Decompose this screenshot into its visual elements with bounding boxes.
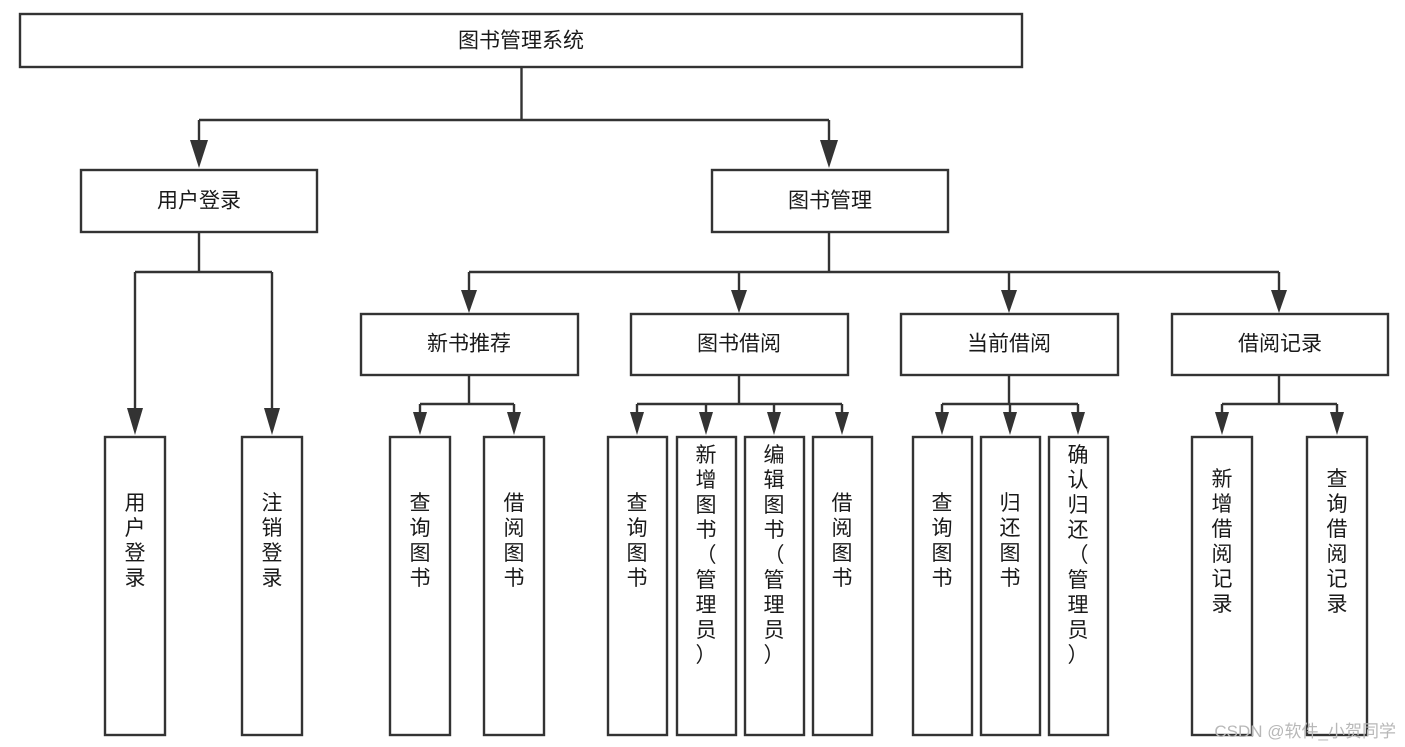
arrowhead-leaf-query-book-1	[413, 412, 427, 435]
node-leaf-edit-book-label: 编辑图书（管理员）	[764, 444, 785, 667]
arrowhead-leaf-logout-login	[264, 408, 280, 435]
node-root[interactable]: 图书管理系统	[18, 12, 1024, 69]
node-leaf-query-record[interactable]: 查询借阅记录	[1305, 435, 1369, 737]
node-leaf-query-book-2-box[interactable]	[606, 435, 669, 737]
node-leaf-borrow-book-2[interactable]: 借阅图书	[811, 435, 874, 737]
arrowhead-borrow-record	[1271, 290, 1287, 313]
arrowhead-current-borrow	[1001, 290, 1017, 313]
node-book-management-label: 图书管理	[788, 190, 872, 213]
node-leaf-query-book-3[interactable]: 查询图书	[911, 435, 974, 737]
node-leaf-borrow-book-2-label: 借阅图书	[832, 492, 853, 590]
node-leaf-add-book[interactable]: 新增图书（管理员）	[675, 435, 738, 737]
node-leaf-query-book-1-label: 查询图书	[410, 492, 431, 590]
node-book-borrow-label: 图书借阅	[697, 333, 781, 356]
node-leaf-logout-login-box[interactable]	[240, 435, 304, 737]
node-leaf-edit-book-box[interactable]	[743, 435, 806, 737]
node-leaf-borrow-book-1-label: 借阅图书	[504, 492, 525, 590]
node-leaf-query-record-label: 查询借阅记录	[1327, 468, 1348, 616]
node-book-borrow-box[interactable]	[629, 312, 850, 377]
node-user-login-label: 用户登录	[157, 190, 241, 213]
arrowhead-leaf-borrow-book-2	[835, 412, 849, 435]
arrowhead-leaf-query-book-3	[935, 412, 949, 435]
node-new-book-recommend-label: 新书推荐	[427, 333, 511, 356]
node-leaf-query-book-2-label: 查询图书	[627, 492, 648, 590]
node-leaf-add-record-box[interactable]	[1190, 435, 1254, 737]
node-leaf-return-book-box[interactable]	[979, 435, 1042, 737]
node-current-borrow-label: 当前借阅	[967, 333, 1051, 356]
node-borrow-record-label: 借阅记录	[1238, 333, 1322, 356]
arrowhead-leaf-query-record	[1330, 412, 1344, 435]
connector-layer	[127, 67, 1344, 435]
node-leaf-user-login-box[interactable]	[103, 435, 167, 737]
arrowhead-book-management	[820, 140, 838, 168]
arrowhead-leaf-borrow-book-1	[507, 412, 521, 435]
node-leaf-query-book-3-box[interactable]	[911, 435, 974, 737]
node-leaf-logout-login-label: 注销登录	[262, 492, 283, 590]
node-leaf-return-book[interactable]: 归还图书	[979, 435, 1042, 737]
arrowhead-leaf-confirm-return	[1071, 412, 1085, 435]
node-leaf-confirm-return[interactable]: 确认归还（管理员）	[1047, 435, 1110, 737]
node-leaf-edit-book[interactable]: 编辑图书（管理员）	[743, 435, 806, 737]
arrowhead-leaf-add-book	[699, 412, 713, 435]
node-book-borrow[interactable]: 图书借阅	[629, 312, 850, 377]
arrowhead-new-book-recommend	[461, 290, 477, 313]
node-leaf-add-book-label: 新增图书（管理员）	[696, 444, 717, 667]
node-borrow-record-box[interactable]	[1170, 312, 1390, 377]
node-leaf-user-login-label: 用户登录	[125, 492, 146, 590]
node-root-label: 图书管理系统	[458, 30, 584, 53]
node-current-borrow-box[interactable]	[899, 312, 1120, 377]
arrowhead-leaf-return-book	[1003, 412, 1017, 435]
node-leaf-confirm-return-label: 确认归还（管理员）	[1068, 444, 1089, 667]
csdn-watermark: CSDN @软件_小贺同学	[1214, 722, 1396, 741]
node-leaf-query-book-3-label: 查询图书	[932, 492, 953, 590]
node-leaf-borrow-book-1[interactable]: 借阅图书	[482, 435, 546, 737]
node-borrow-record[interactable]: 借阅记录	[1170, 312, 1390, 377]
arrowhead-leaf-add-record	[1215, 412, 1229, 435]
arrowhead-leaf-query-book-2	[630, 412, 644, 435]
node-leaf-user-login[interactable]: 用户登录	[103, 435, 167, 737]
node-leaf-add-book-box[interactable]	[675, 435, 738, 737]
node-root-box[interactable]	[18, 12, 1024, 69]
node-leaf-query-record-box[interactable]	[1305, 435, 1369, 737]
arrowhead-book-borrow	[731, 290, 747, 313]
node-leaf-add-record-label: 新增借阅记录	[1212, 468, 1233, 616]
arrowhead-leaf-user-login	[127, 408, 143, 435]
node-user-login-box[interactable]	[79, 168, 319, 234]
node-user-login[interactable]: 用户登录	[79, 168, 319, 234]
node-new-book-recommend-box[interactable]	[359, 312, 580, 377]
node-leaf-query-book-1[interactable]: 查询图书	[388, 435, 452, 737]
node-new-book-recommend[interactable]: 新书推荐	[359, 312, 580, 377]
node-leaf-borrow-book-2-box[interactable]	[811, 435, 874, 737]
node-book-management[interactable]: 图书管理	[710, 168, 950, 234]
node-leaf-borrow-book-1-box[interactable]	[482, 435, 546, 737]
arrowhead-leaf-edit-book	[767, 412, 781, 435]
node-current-borrow[interactable]: 当前借阅	[899, 312, 1120, 377]
node-book-management-box[interactable]	[710, 168, 950, 234]
node-leaf-query-book-1-box[interactable]	[388, 435, 452, 737]
node-leaf-return-book-label: 归还图书	[1000, 492, 1021, 590]
node-leaf-logout-login[interactable]: 注销登录	[240, 435, 304, 737]
node-leaf-query-book-2[interactable]: 查询图书	[606, 435, 669, 737]
arrowhead-user-login	[190, 140, 208, 168]
node-leaf-add-record[interactable]: 新增借阅记录	[1190, 435, 1254, 737]
node-leaf-confirm-return-box[interactable]	[1047, 435, 1110, 737]
